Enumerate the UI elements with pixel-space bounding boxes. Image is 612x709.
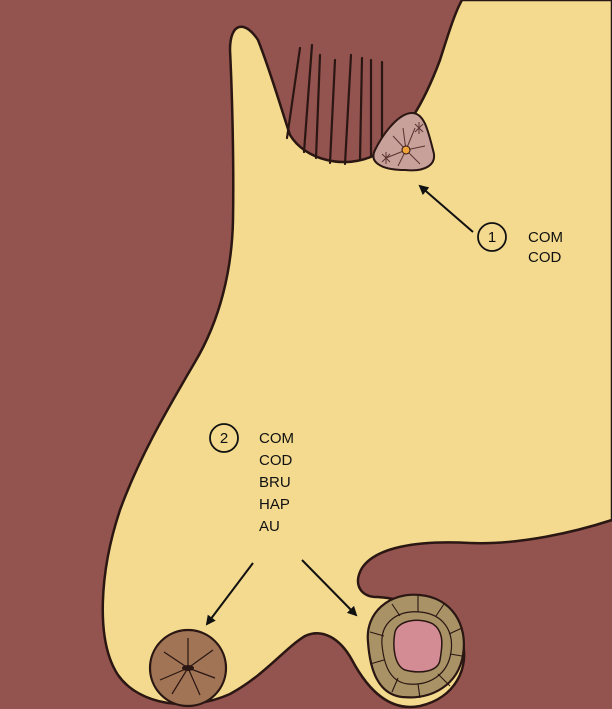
callout-2-label-4: HAP	[259, 496, 290, 513]
callout-2-label-3: BRU	[259, 474, 291, 491]
callout-2-label-5: AU	[259, 518, 280, 535]
callout-1-label-2: COD	[528, 249, 562, 266]
callout-2-label-2: COD	[259, 452, 293, 469]
callout-2-label-1: COM	[259, 430, 294, 447]
round-cell	[150, 630, 226, 706]
callout-1-label-1: COM	[528, 229, 563, 246]
callout-1-number: 1	[488, 229, 496, 246]
large-cell	[368, 595, 464, 698]
callout-2-number: 2	[220, 430, 228, 447]
